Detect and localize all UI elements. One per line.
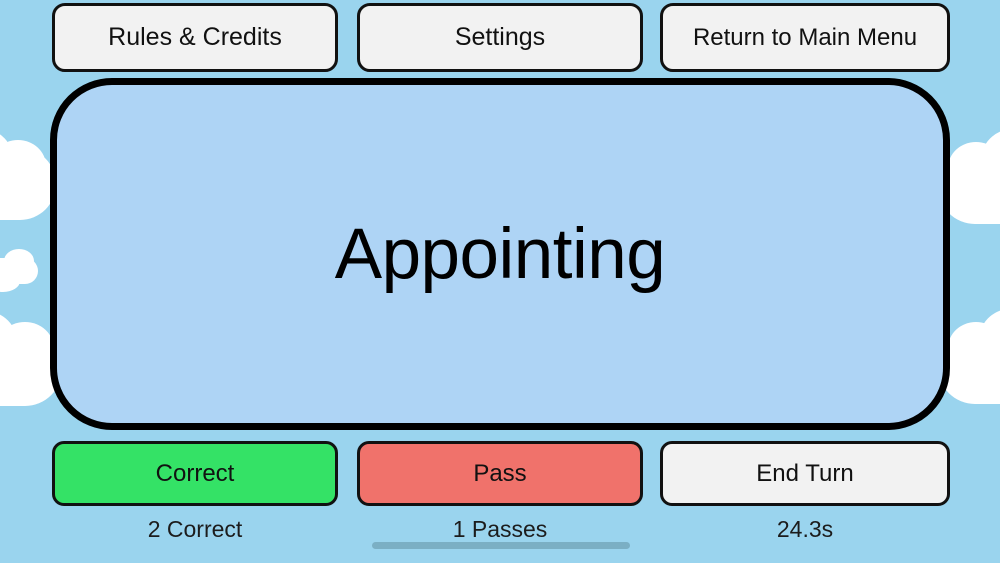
- pass-button[interactable]: Pass: [357, 441, 643, 506]
- turn-timer: 24.3s: [776, 516, 834, 542]
- settings-button[interactable]: Settings: [357, 3, 643, 72]
- cloud-icon: [938, 308, 1000, 404]
- cloud-icon: [0, 310, 62, 406]
- correct-count: 2 Correct: [147, 516, 243, 542]
- return-to-main-menu-button[interactable]: Return to Main Menu: [660, 3, 950, 72]
- end-turn-button[interactable]: End Turn: [660, 441, 950, 506]
- correct-button-label: Correct: [155, 459, 235, 487]
- return-to-main-menu-label: Return to Main Menu: [692, 23, 918, 51]
- cloud-icon: [0, 128, 56, 220]
- gesture-handle[interactable]: [372, 542, 630, 549]
- rules-and-credits-button[interactable]: Rules & Credits: [52, 3, 338, 72]
- pass-button-label: Pass: [473, 459, 527, 487]
- action-button-bar: Correct Pass End Turn: [0, 441, 1000, 511]
- cloud-icon: [0, 249, 38, 292]
- word-card[interactable]: Appointing: [50, 78, 950, 430]
- pass-count: 1 Passes: [452, 516, 548, 542]
- rules-and-credits-label: Rules & Credits: [108, 23, 282, 51]
- top-button-bar: Rules & Credits Settings Return to Main …: [0, 0, 1000, 76]
- current-word: Appointing: [334, 214, 666, 294]
- stats-bar: 2 Correct 1 Passes 24.3s: [0, 515, 1000, 553]
- end-turn-button-label: End Turn: [756, 459, 854, 487]
- correct-button[interactable]: Correct: [52, 441, 338, 506]
- settings-label: Settings: [454, 23, 546, 51]
